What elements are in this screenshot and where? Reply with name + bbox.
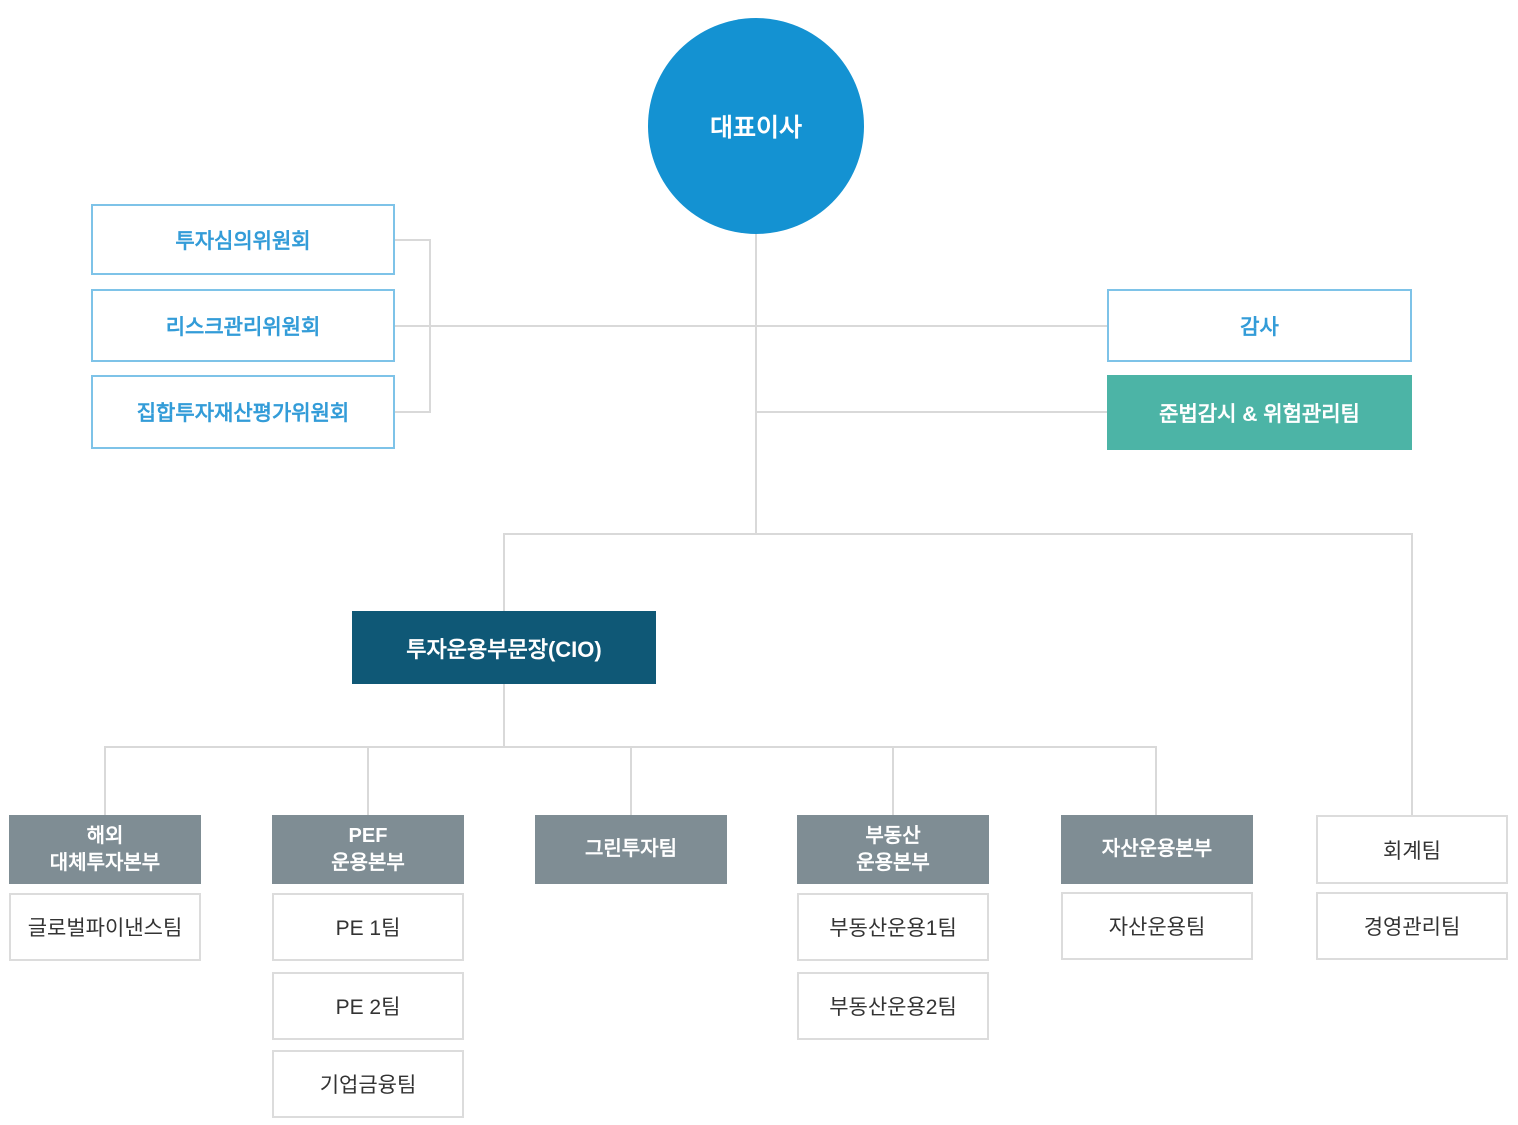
node-compliance-risk-team: 준법감시 & 위험관리팀: [1107, 375, 1412, 450]
node-audit: 감사: [1107, 289, 1412, 362]
node-team-business-management: 경영관리팀: [1316, 892, 1508, 960]
node-ceo: 대표이사: [648, 18, 864, 234]
connector-line: [1411, 533, 1413, 815]
connector-line: [892, 746, 894, 815]
connector-line: [755, 411, 1107, 413]
connector-line: [503, 533, 1413, 535]
connector-line: [395, 239, 431, 241]
node-division-overseas-alternative: 해외 대체투자본부: [9, 815, 201, 884]
node-cio: 투자운용부문장(CIO): [352, 611, 656, 684]
connector-line: [1155, 746, 1157, 815]
node-division-green-investment: 그린투자팀: [535, 815, 727, 884]
connector-line: [395, 325, 1107, 327]
node-accounting-team: 회계팀: [1316, 815, 1508, 884]
node-division-real-estate: 부동산 운용본부: [797, 815, 989, 884]
connector-line: [367, 746, 369, 815]
node-committee-investment-review: 투자심의위원회: [91, 204, 395, 275]
node-team-pe1: PE 1팀: [272, 893, 464, 961]
node-team-asset-management: 자산운용팀: [1061, 892, 1253, 960]
connector-line: [104, 746, 106, 815]
node-team-corporate-finance: 기업금융팀: [272, 1050, 464, 1118]
node-division-asset-management: 자산운용본부: [1061, 815, 1253, 884]
connector-line: [755, 228, 757, 534]
node-team-real-estate-2: 부동산운용2팀: [797, 972, 989, 1040]
node-committee-asset-valuation: 집합투자재산평가위원회: [91, 375, 395, 449]
node-team-pe2: PE 2팀: [272, 972, 464, 1040]
connector-line: [630, 746, 632, 815]
node-team-global-finance: 글로벌파이낸스팀: [9, 893, 201, 961]
node-team-real-estate-1: 부동산운용1팀: [797, 893, 989, 961]
node-division-pef: PEF 운용본부: [272, 815, 464, 884]
connector-line: [395, 411, 431, 413]
node-committee-risk-management: 리스크관리위원회: [91, 289, 395, 362]
